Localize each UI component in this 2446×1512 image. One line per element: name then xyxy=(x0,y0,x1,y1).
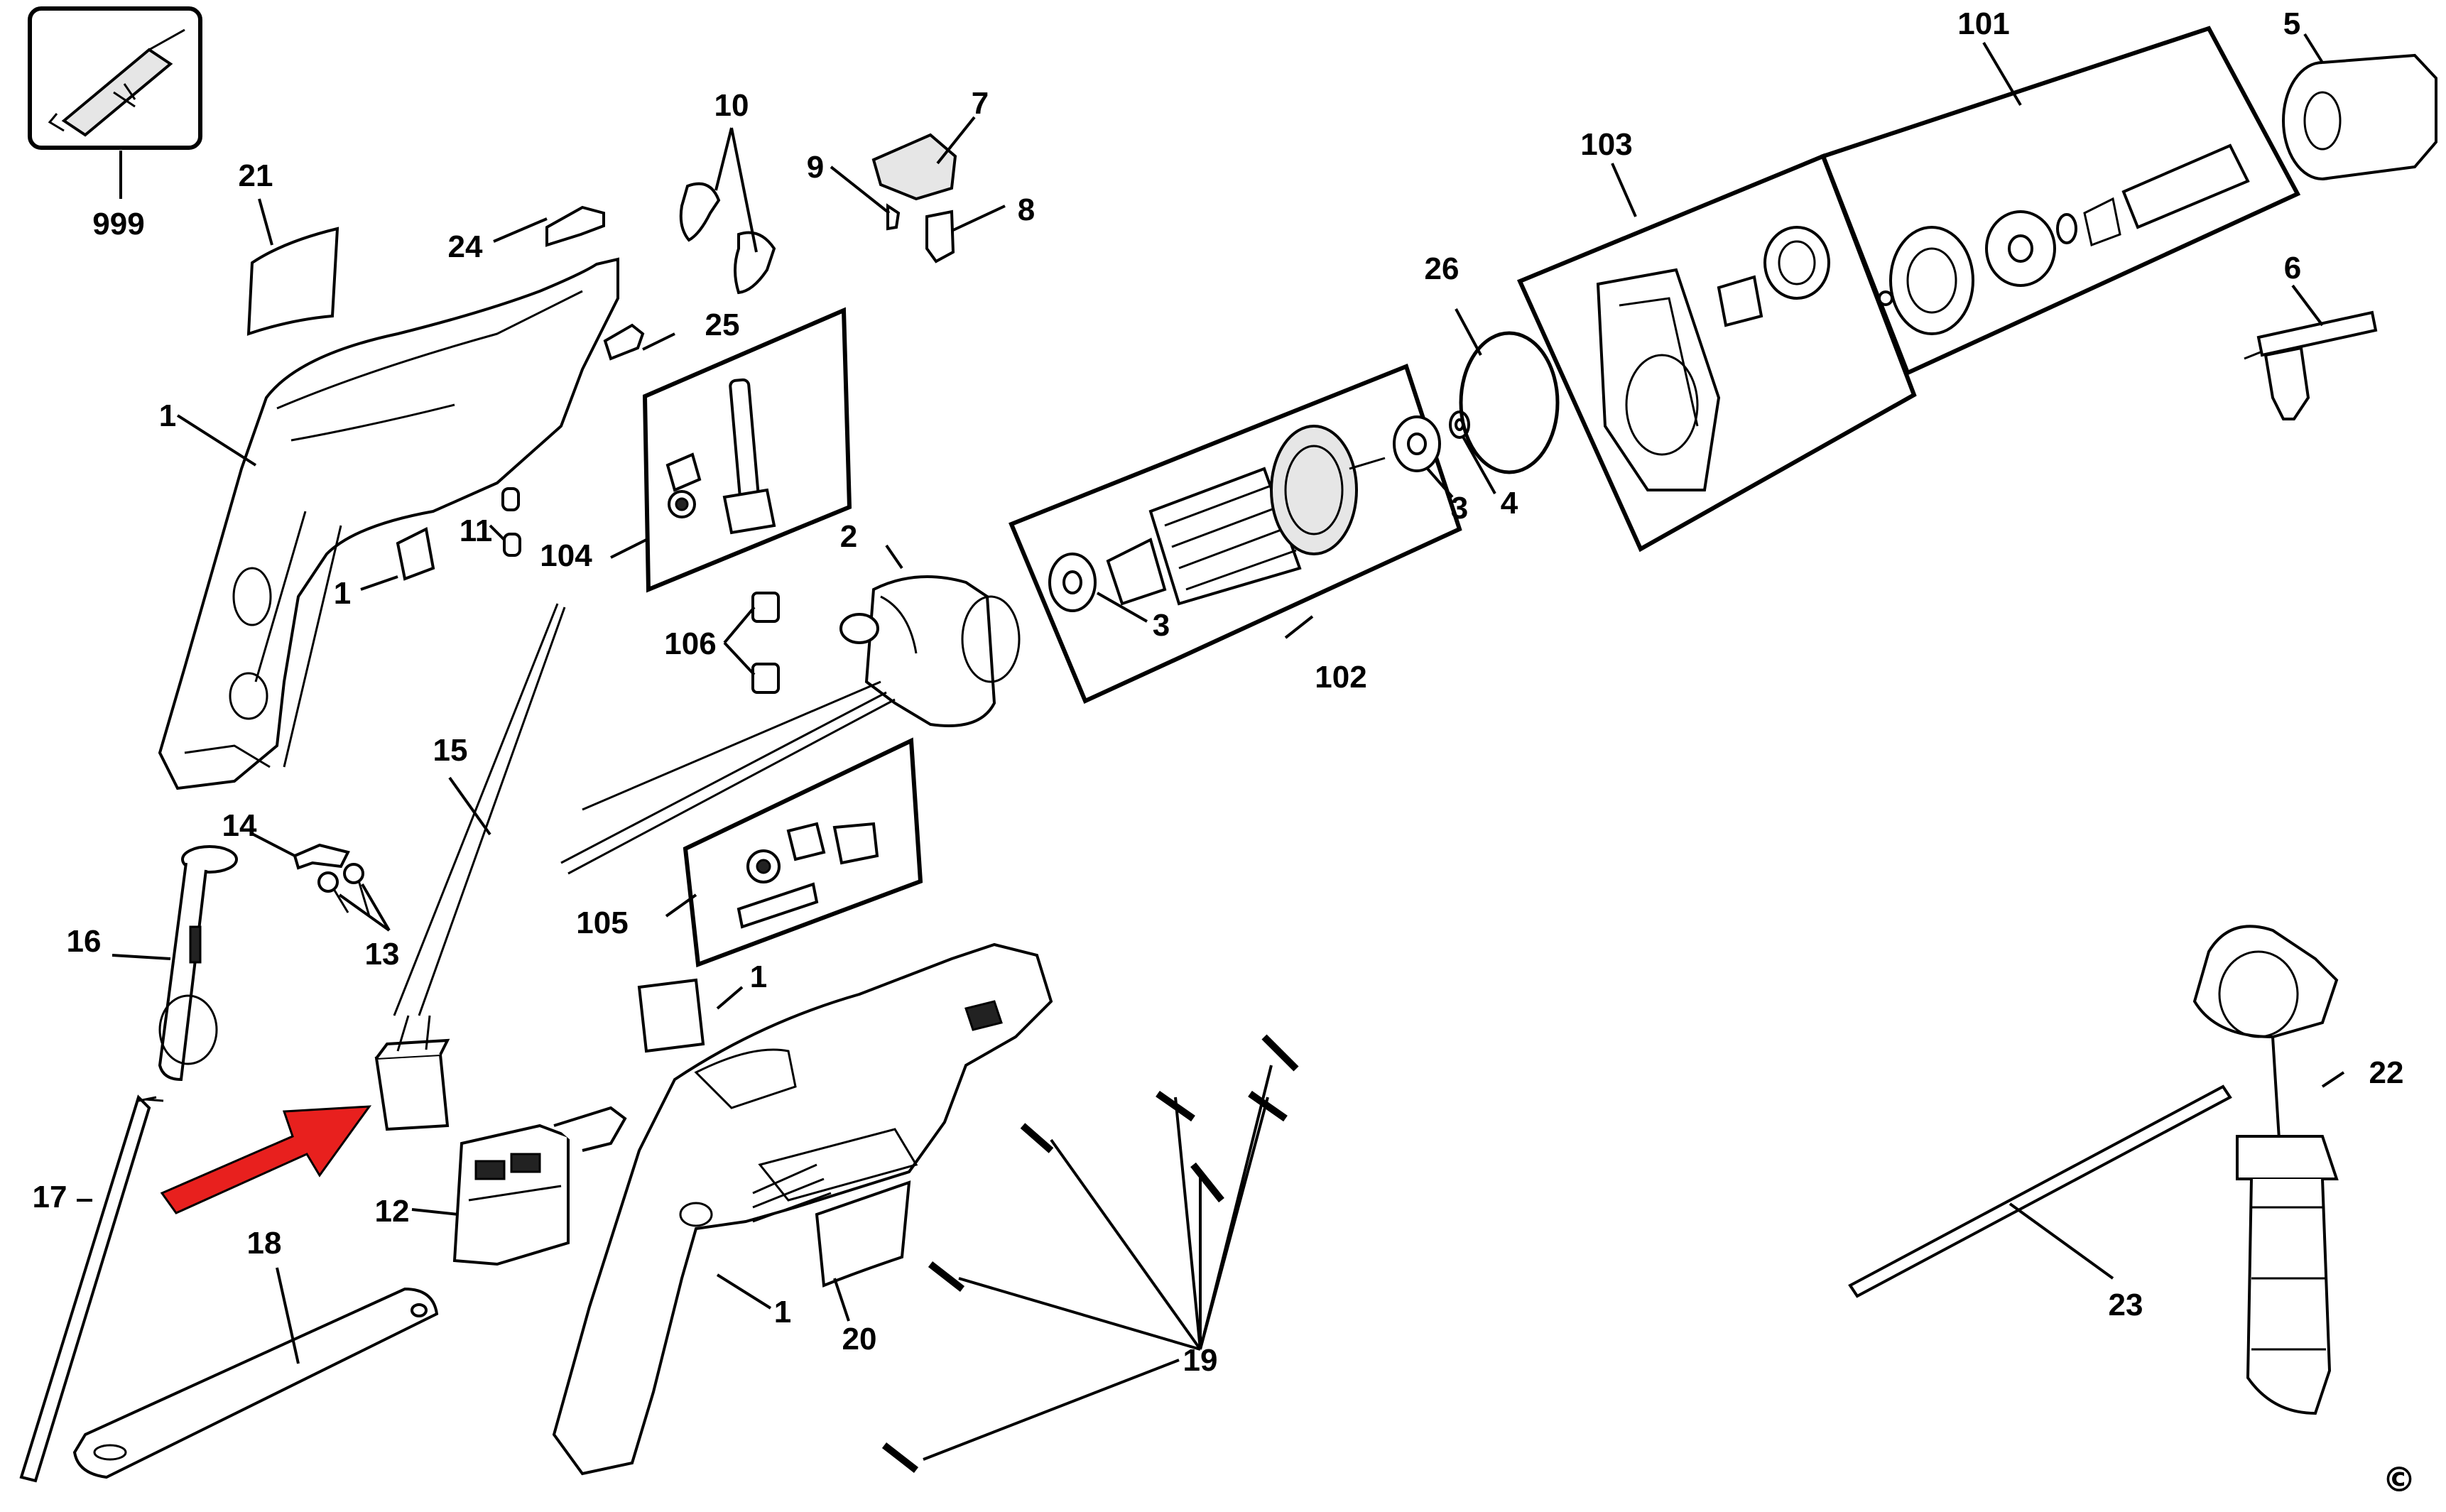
part-1-housing-right xyxy=(552,942,1053,1476)
callout-4: 4 xyxy=(1501,486,1518,521)
callout-26: 26 xyxy=(1425,251,1460,286)
part-24-clip xyxy=(545,205,605,247)
callout-25: 25 xyxy=(705,308,740,342)
callout-3-left: 3 xyxy=(1153,608,1170,643)
callout-19: 19 xyxy=(1183,1343,1218,1378)
part-104-kit xyxy=(642,307,852,593)
callout-3-right: 3 xyxy=(1451,491,1468,526)
part-999-grease xyxy=(28,6,202,150)
callout-2: 2 xyxy=(840,519,857,554)
callout-11: 11 xyxy=(460,513,493,548)
part-6-key xyxy=(2244,310,2378,420)
part-18-plate xyxy=(72,1287,439,1479)
part-8-bracket xyxy=(925,210,955,263)
part-101-spindle-box xyxy=(1820,26,2301,376)
callout-101: 101 xyxy=(1957,6,2009,41)
part-106-brushes xyxy=(751,592,780,694)
leader-lines xyxy=(77,33,2345,1461)
callout-104: 104 xyxy=(540,538,592,573)
part-7-lever xyxy=(871,133,957,201)
callout-102: 102 xyxy=(1315,660,1366,695)
part-20-label xyxy=(815,1180,911,1288)
callout-10: 10 xyxy=(714,88,749,123)
copyright-mark: © xyxy=(2382,1460,2416,1500)
part-10-holders xyxy=(679,182,776,295)
callout-8: 8 xyxy=(1018,192,1035,227)
part-15-capacitor xyxy=(374,603,566,1131)
part-12-switch xyxy=(452,1106,627,1266)
part-25-clip xyxy=(603,323,645,361)
part-26-oring xyxy=(1459,331,1560,474)
part-5-chuck xyxy=(2282,53,2437,180)
part-2-stator xyxy=(560,575,1021,875)
callout-103: 103 xyxy=(1580,127,1632,162)
callout-15: 15 xyxy=(433,733,468,768)
part-103-gearbox-box xyxy=(1516,153,1917,553)
part-13-screws xyxy=(317,863,371,917)
part-16-sleeve xyxy=(158,845,238,1082)
callout-9: 9 xyxy=(807,150,824,185)
callout-12: 12 xyxy=(375,1194,410,1229)
part-1-housing-left xyxy=(158,257,619,790)
callout-23: 23 xyxy=(2109,1288,2143,1322)
callout-22: 22 xyxy=(2369,1055,2404,1090)
callout-13: 13 xyxy=(365,937,400,972)
callout-1-top-housing: 1 xyxy=(159,398,176,433)
part-21-label xyxy=(246,227,339,336)
callout-1-cover: 1 xyxy=(334,576,351,611)
callout-20: 20 xyxy=(842,1322,877,1356)
callout-5: 5 xyxy=(2283,6,2300,41)
callout-6: 6 xyxy=(2284,251,2301,285)
part-105-kit xyxy=(683,737,923,968)
callout-21: 21 xyxy=(239,158,273,193)
part-11-pins xyxy=(501,487,521,557)
callout-1-switch-cover: 1 xyxy=(750,959,767,994)
part-14-clamp xyxy=(293,843,350,870)
callout-105: 105 xyxy=(576,905,628,940)
callout-labels: 999 21 24 10 7 9 8 1 1 25 11 104 106 2 3… xyxy=(33,6,2404,1378)
callout-16: 16 xyxy=(67,924,102,959)
callout-1-bottom-housing: 1 xyxy=(774,1295,791,1329)
part-23-rod xyxy=(1848,1084,2232,1298)
highlight-arrow xyxy=(160,1105,372,1214)
part-102-armature-box xyxy=(1009,364,1462,705)
part-9-screw xyxy=(886,203,901,231)
callout-999: 999 xyxy=(92,207,144,241)
callout-14: 14 xyxy=(222,808,257,843)
part-22-handle xyxy=(2192,925,2339,1415)
callout-18: 18 xyxy=(247,1226,282,1261)
callout-106: 106 xyxy=(664,626,716,661)
callout-17: 17 xyxy=(33,1180,67,1214)
callout-7: 7 xyxy=(972,86,989,121)
callout-24: 24 xyxy=(448,229,483,264)
part-19-screws xyxy=(881,1034,1299,1473)
part-17-cable xyxy=(19,1094,164,1483)
